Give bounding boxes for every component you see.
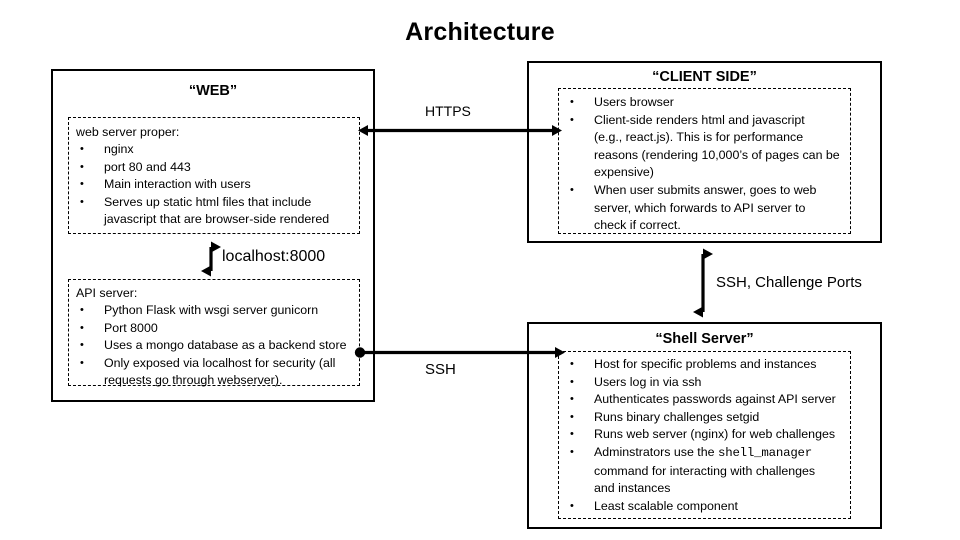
list-item-line: reasons (rendering 10,000’s of pages can… <box>594 147 840 162</box>
localhost-label: localhost:8000 <box>222 248 326 265</box>
list-item-line: Users browser <box>594 95 674 109</box>
list-item: Python Flask with wsgi server gunicorn <box>76 302 346 320</box>
list-item-line: Authenticates passwords against API serv… <box>594 392 836 407</box>
web-server-bullet-continuation: javascript that are browser-side rendere… <box>104 212 330 226</box>
list-item-line-prefix: Adminstrators use the <box>594 444 718 459</box>
list-item: Client-side renders html and javascript … <box>566 112 840 182</box>
client-side-bullets: Users browser Client-side renders html a… <box>566 94 840 235</box>
list-item: Serves up static html files that include <box>76 194 311 212</box>
ssh-challenge-ports-label: SSH, Challenge Ports <box>716 274 862 291</box>
https-connector <box>358 125 562 136</box>
localhost-connector <box>201 241 221 277</box>
list-item-line: Runs binary challenges setgid <box>594 409 760 424</box>
list-item-line: Runs web server (nginx) for web challeng… <box>594 427 836 442</box>
list-item: Host for specific problems and instances <box>566 356 836 374</box>
ssh-challenge-ports-connector <box>693 248 713 318</box>
list-item: Main interaction with users <box>76 176 311 194</box>
list-item: nginx <box>76 141 311 159</box>
ssh-label: SSH <box>425 361 456 378</box>
web-box-title: “WEB” <box>188 83 238 99</box>
web-server-bullets: nginx port 80 and 443 Main interaction w… <box>76 141 311 211</box>
api-server-bullets: Python Flask with wsgi server gunicorn P… <box>76 302 346 372</box>
list-item-line: Least scalable component <box>594 498 738 513</box>
list-item-line: Host for specific problems and instances <box>594 357 817 371</box>
list-item-line: (e.g., react.js). This is for performanc… <box>594 130 804 145</box>
client-side-box-title: “CLIENT SIDE” <box>652 69 757 85</box>
api-server-lead: API server: <box>76 286 138 300</box>
api-server-inner-box <box>68 279 360 386</box>
page-title: Architecture <box>405 18 555 46</box>
list-item-line: check if correct. <box>594 218 681 233</box>
list-item: Authenticates passwords against API serv… <box>566 391 836 409</box>
list-item-line: and instances <box>594 481 671 496</box>
shell-manager-command: shell_manager <box>717 445 813 460</box>
ssh-connector <box>354 347 565 358</box>
list-item-line: Client-side renders html and javascript <box>594 112 805 127</box>
list-item: Runs binary challenges setgid <box>566 409 836 427</box>
shell-server-box-title: “Shell Server” <box>655 331 754 347</box>
https-label: HTTPS <box>425 103 471 119</box>
list-item: Adminstrators use the shell_manager comm… <box>566 444 836 498</box>
list-item: Runs web server (nginx) for web challeng… <box>566 426 836 444</box>
list-item: port 80 and 443 <box>76 159 311 177</box>
shell-server-inner-box <box>558 351 851 519</box>
web-server-lead: web server proper: <box>76 125 180 139</box>
list-item-line: command for interacting with challenges <box>594 463 816 478</box>
list-item: Least scalable component <box>566 498 836 516</box>
list-item: Users browser <box>566 94 840 112</box>
shell-server-bullets: Host for specific problems and instances… <box>566 356 836 515</box>
list-item: Port 8000 <box>76 320 346 338</box>
web-server-inner-box <box>68 117 360 234</box>
list-item-line: expensive) <box>594 165 654 180</box>
list-item: Uses a mongo database as a backend store <box>76 337 346 355</box>
list-item-line: When user submits answer, goes to web <box>594 182 817 197</box>
list-item: Only exposed via localhost for security … <box>76 355 346 373</box>
list-item: When user submits answer, goes to web se… <box>566 182 840 235</box>
list-item: Users log in via ssh <box>566 374 836 392</box>
list-item-line: Users log in via ssh <box>594 374 702 389</box>
list-item-line: server, which forwards to API server to <box>594 200 806 215</box>
api-server-bullet-continuation: requests go through webserver). <box>104 373 283 387</box>
